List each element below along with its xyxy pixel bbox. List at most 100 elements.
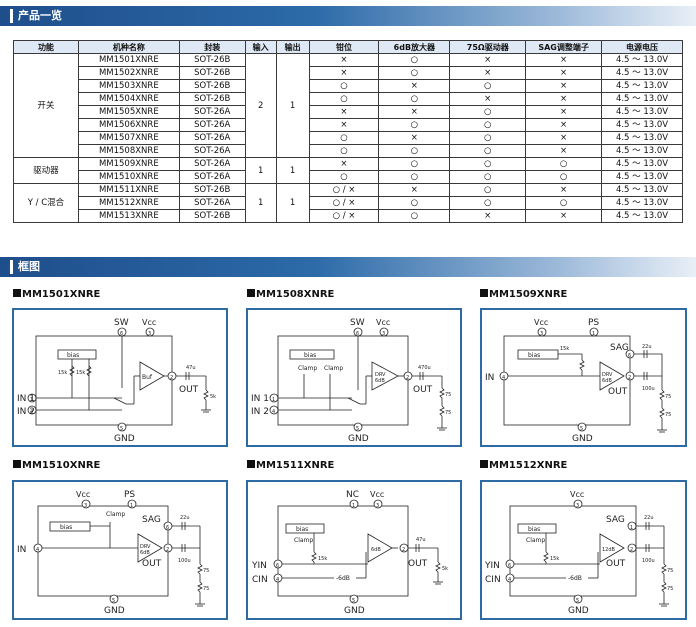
diagram-label: GND bbox=[348, 434, 369, 444]
diagram-label: 15k bbox=[550, 556, 559, 562]
diagram-label: YIN bbox=[251, 561, 267, 571]
table-cell: SOT-26A bbox=[178, 131, 246, 145]
diagram-label: 2 bbox=[170, 375, 173, 381]
table-cell: 4.5 ～ 13.0V bbox=[601, 105, 683, 119]
table-header-cell: 输入 bbox=[244, 40, 277, 54]
diagram-label: 1 bbox=[630, 525, 633, 531]
table-cell: × bbox=[449, 53, 527, 67]
table-cell: MM1502XNRE bbox=[77, 66, 180, 80]
table-cell: 4.5 ～ 13.0V bbox=[601, 131, 683, 145]
table-cell: × bbox=[525, 92, 603, 106]
table-cell: ○ bbox=[378, 118, 451, 132]
table-header-cell: 75Ω驱动器 bbox=[449, 40, 527, 54]
diagram-label: 2 bbox=[402, 547, 405, 553]
table-cell: SOT-26A bbox=[178, 105, 246, 119]
diagram-caption: MM1501XNRE bbox=[13, 289, 100, 300]
table-cell: MM1504XNRE bbox=[77, 92, 180, 106]
diagram-label: DRV bbox=[140, 544, 151, 550]
block-diagram-mm1511: 1 3 NC Vcc bias Clamp 15k -6dB 6dB 2 47u… bbox=[246, 480, 462, 620]
block-diagram-mm1510: 3 1 Vcc PS Clamp bias DRV 6dB 6 SAG 2 22… bbox=[12, 480, 228, 620]
diagram-label: IN bbox=[17, 545, 26, 555]
table-cell: ○ bbox=[449, 131, 527, 145]
diagram-label: OUT bbox=[408, 559, 428, 569]
diagram-label: SW bbox=[350, 318, 365, 328]
table-cell: SOT-26A bbox=[178, 118, 246, 132]
diagram-label: PS bbox=[588, 318, 599, 328]
diagram-label: 1 bbox=[272, 397, 275, 403]
table-cell: × bbox=[308, 53, 380, 67]
table-cell: × bbox=[308, 105, 380, 119]
diagram-label: 6 bbox=[276, 563, 279, 569]
diagram-label: 22u bbox=[180, 515, 190, 521]
table-cell: MM1513XNRE bbox=[77, 209, 180, 223]
table-cell: 2 bbox=[244, 53, 277, 158]
diagram-label: DRV bbox=[375, 372, 386, 378]
diagram-label: 4 bbox=[508, 577, 511, 583]
diagram-label: 1 bbox=[130, 503, 133, 509]
block-diagram-mm1512: 3 Vcc bias Clamp 15k -6dB 12dB 1 SAG 2 2… bbox=[480, 480, 687, 620]
diagram-label: 22u bbox=[644, 515, 654, 521]
table-header-cell: 输出 bbox=[275, 40, 310, 54]
diagram-label: 5k bbox=[210, 394, 216, 400]
table-cell: SOT-26A bbox=[178, 157, 246, 171]
table-cell: ○ bbox=[378, 209, 451, 223]
block-diagram-mm1508: 6 3 SW Vcc bias Clamp Clamp DRV 6dB 2 47… bbox=[246, 308, 462, 447]
table-cell: SOT-26B bbox=[178, 92, 246, 106]
diagram-label: 4 bbox=[36, 547, 39, 553]
table-cell: 4.5 ～ 13.0V bbox=[601, 79, 683, 93]
table-cell: ○ bbox=[449, 196, 527, 210]
table-cell: SOT-26B bbox=[178, 183, 246, 197]
table-cell: ○ bbox=[449, 157, 527, 171]
diagram-label: OUT bbox=[413, 385, 433, 395]
table-cell: 1 bbox=[275, 157, 310, 184]
diagram-label: IN 1 bbox=[251, 394, 269, 404]
table-header-cell: 功能 bbox=[13, 40, 79, 54]
diagram-label: 5k bbox=[442, 566, 448, 572]
diagram-label: IN 2 bbox=[251, 407, 269, 417]
table-cell: ○ bbox=[378, 144, 451, 158]
diagram-caption: MM1511XNRE bbox=[247, 460, 334, 471]
diagram-label: 100u bbox=[642, 386, 655, 392]
table-cell: 4.5 ～ 13.0V bbox=[601, 170, 683, 184]
diagram-label: PS bbox=[124, 490, 135, 500]
diagram-label: 6 bbox=[120, 331, 123, 337]
table-cell: ○ bbox=[449, 79, 527, 93]
table-cell: ○ / × bbox=[308, 209, 380, 223]
table-cell: MM1511XNRE bbox=[77, 183, 180, 197]
diagram-label: Vcc bbox=[570, 490, 584, 499]
section-title-products: 产品一览 bbox=[18, 9, 62, 22]
diagram-label: 2 bbox=[406, 375, 409, 381]
table-cell: 4.5 ～ 13.0V bbox=[601, 209, 683, 223]
diagram-label: 6dB bbox=[375, 378, 385, 384]
diagram-label: 3 bbox=[540, 331, 543, 337]
table-cell: 4.5 ～ 13.0V bbox=[601, 183, 683, 197]
block-diagram-mm1509: 3 1 Vcc PS bias 15k DRV 6dB 6 SAG 2 22u … bbox=[480, 308, 687, 447]
diagram-label: 4 bbox=[502, 375, 505, 381]
diagram-label: 15k bbox=[560, 346, 569, 352]
diagram-label: 15k bbox=[318, 556, 327, 562]
table-cell: × bbox=[525, 105, 603, 119]
table-cell: Y / C混合 bbox=[13, 183, 79, 223]
diagram-caption: MM1510XNRE bbox=[13, 460, 100, 471]
diagram-label: 4 bbox=[30, 409, 33, 415]
diagram-label: 75 bbox=[667, 586, 673, 592]
diagram-label: 3 bbox=[576, 503, 579, 509]
diagram-label: 5 bbox=[120, 426, 123, 432]
diagram-label: 47u bbox=[416, 537, 426, 543]
diagram-label: 15k bbox=[76, 370, 85, 376]
diagram-label: 2 bbox=[630, 547, 633, 553]
diagram-label: 5 bbox=[352, 598, 355, 604]
table-cell: × bbox=[525, 131, 603, 145]
table-cell: ○ bbox=[449, 118, 527, 132]
table-header-cell: 电源电压 bbox=[601, 40, 683, 54]
table-cell: SOT-26A bbox=[178, 144, 246, 158]
table-cell: ○ bbox=[525, 157, 603, 171]
diagram-label: Vcc bbox=[142, 318, 156, 327]
table-cell: ○ bbox=[308, 144, 380, 158]
